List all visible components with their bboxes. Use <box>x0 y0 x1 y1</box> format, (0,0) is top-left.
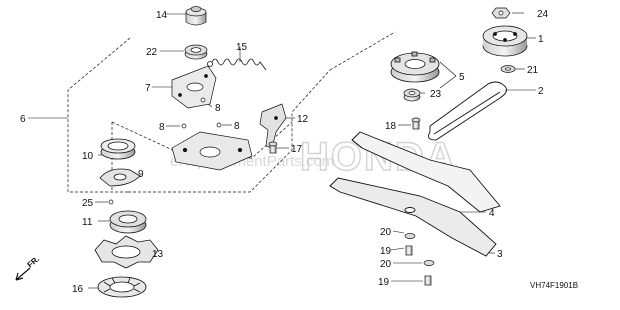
part-3-lower-blade <box>329 177 497 257</box>
callout-14: 14 <box>156 10 168 21</box>
callout-8-a: 8 <box>215 103 221 114</box>
part-12-bracket <box>259 103 287 149</box>
part-5-pulley-assembly <box>390 51 440 83</box>
part-8-pins <box>181 97 222 129</box>
callout-1: 1 <box>538 34 544 45</box>
callout-13: 13 <box>152 249 164 260</box>
callout-10: 10 <box>82 151 94 162</box>
part-22-bearing <box>184 44 208 60</box>
callout-5: 5 <box>459 72 465 83</box>
part-15-spring <box>207 58 267 71</box>
diagram-code: VH74F1901B <box>530 281 578 290</box>
part-20-washer-a <box>404 233 416 239</box>
callout-25: 25 <box>82 198 94 209</box>
front-direction-indicator: FR. <box>15 254 42 281</box>
callout-17: 17 <box>291 144 303 155</box>
callout-19-a: 19 <box>380 246 392 257</box>
part-7-plate <box>171 65 217 109</box>
part-4-upper-blade <box>351 131 501 213</box>
callout-23: 23 <box>430 89 442 100</box>
callout-15: 15 <box>236 42 248 53</box>
part-13-gear-ring <box>94 235 159 269</box>
front-arrow-icon <box>15 267 31 281</box>
callout-11: 11 <box>82 217 93 228</box>
part-25-pin <box>108 199 114 205</box>
callout-7: 7 <box>145 83 151 94</box>
part-24-nut <box>491 7 511 19</box>
callout-8-c: 8 <box>234 121 240 132</box>
callout-9: 9 <box>138 169 144 180</box>
callout-2: 2 <box>538 86 544 97</box>
callout-22: 22 <box>146 47 158 58</box>
callout-12: 12 <box>297 114 309 125</box>
callout-6: 6 <box>20 114 26 125</box>
part-14-bolt <box>185 6 207 26</box>
callout-16: 16 <box>72 284 84 295</box>
callout-18: 18 <box>385 121 397 132</box>
part-1-pulley <box>482 25 528 57</box>
part-9-plate <box>99 168 141 187</box>
part-10-ring <box>100 138 136 160</box>
callout-8-b: 8 <box>159 122 165 133</box>
part-21-washer <box>500 65 516 73</box>
part-19-bolt-b <box>424 275 432 286</box>
part-17-bolt <box>268 141 278 154</box>
callout-21: 21 <box>527 65 539 76</box>
callout-20-a: 20 <box>380 227 392 238</box>
part-18-bolt <box>411 117 421 130</box>
front-direction-label: FR. <box>26 254 42 269</box>
callout-4: 4 <box>489 208 495 219</box>
part-20-washer-b <box>423 260 435 266</box>
part-16-lock-washer <box>97 276 147 298</box>
callout-19-b: 19 <box>378 277 390 288</box>
part-2-belt <box>428 81 507 141</box>
callout-labels: 14 22 15 7 8 8 8 6 10 9 25 11 13 16 12 1… <box>20 9 549 295</box>
callout-24: 24 <box>537 9 549 20</box>
part-11-bearing <box>109 210 147 234</box>
part-23-bearing <box>403 88 421 102</box>
part-brake-plate <box>171 131 253 171</box>
callout-3: 3 <box>497 249 503 260</box>
callout-20-b: 20 <box>380 259 392 270</box>
part-19-bolt-a <box>405 245 413 256</box>
